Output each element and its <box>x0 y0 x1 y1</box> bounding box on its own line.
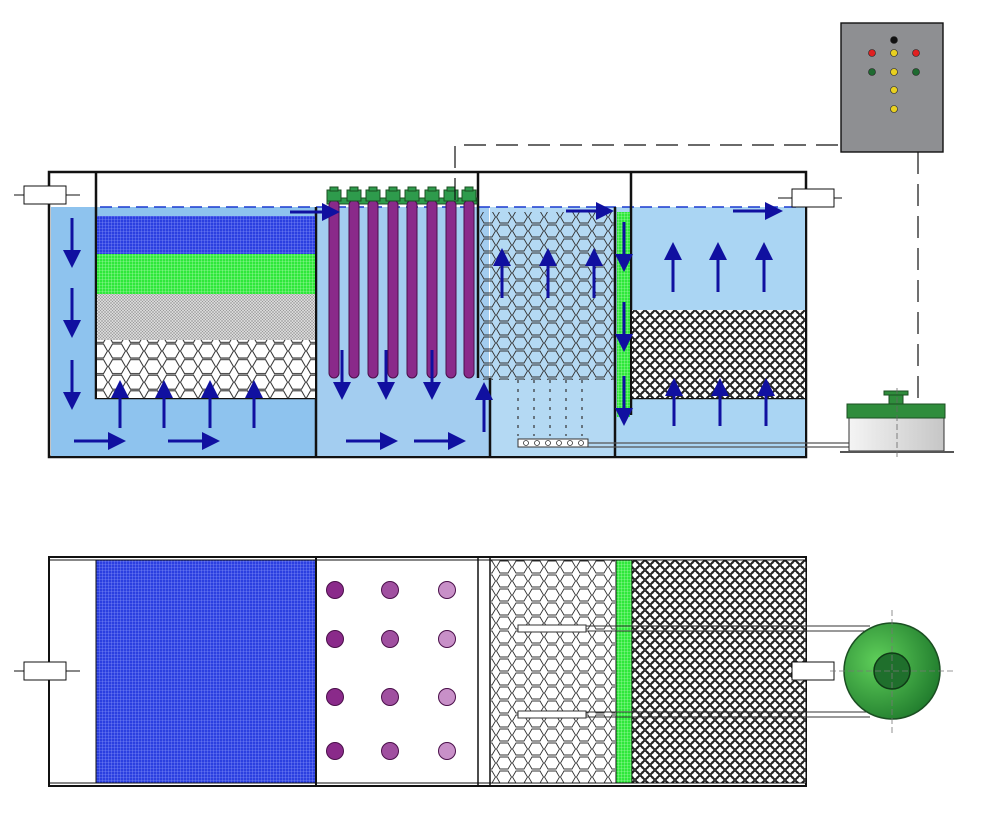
plan-membrane <box>381 742 399 760</box>
plan-membrane <box>438 581 456 599</box>
blower-icon <box>840 388 954 460</box>
plan-diffusers <box>517 624 870 719</box>
membrane-tube <box>367 199 379 379</box>
plan-blue-media <box>95 559 317 784</box>
plan-membrane-group <box>326 581 456 760</box>
plan-membrane <box>438 688 456 706</box>
membrane-cap <box>461 189 477 202</box>
filter-layer-green <box>97 254 315 294</box>
indicator-light <box>912 68 920 76</box>
membrane-tube <box>348 199 360 379</box>
control-panel-icon <box>840 22 944 153</box>
plan-membrane <box>326 688 344 706</box>
plan-membrane <box>381 688 399 706</box>
plan-view <box>14 556 955 787</box>
control-cable-1 <box>454 144 841 200</box>
indicator-light <box>890 105 898 113</box>
tank-outline <box>47 170 808 459</box>
filter-layer-blue <box>97 216 315 254</box>
membrane-tube <box>406 199 418 379</box>
plan-mesh-media <box>631 559 807 784</box>
membrane-tube <box>328 199 340 379</box>
indicator-light <box>890 36 898 44</box>
membrane-tube <box>463 199 475 379</box>
plan-green-strip <box>615 559 633 784</box>
membrane-cap-top <box>464 186 474 192</box>
indicator-light <box>890 86 898 94</box>
indicator-light <box>868 49 876 57</box>
pipe-fitting-icon <box>778 188 842 208</box>
plan-membrane <box>381 581 399 599</box>
plan-membrane <box>326 742 344 760</box>
indicator-light <box>868 68 876 76</box>
membrane-cap-top <box>368 186 378 192</box>
membrane-cap-top <box>349 186 359 192</box>
indicator-light <box>890 49 898 57</box>
plan-hex-media <box>491 560 615 783</box>
membrane-cap <box>385 189 401 202</box>
membrane-cap-top <box>407 186 417 192</box>
membrane-cap <box>346 189 362 202</box>
support-grid <box>517 380 583 436</box>
blower-icon <box>830 610 955 735</box>
plan-membrane <box>326 630 344 648</box>
plan-membrane <box>326 581 344 599</box>
filter-layer-hex <box>97 340 315 398</box>
pipe-fitting-icon <box>14 185 80 205</box>
filter-layer-grey <box>97 294 315 340</box>
membrane-tube <box>445 199 457 379</box>
membrane-cap <box>443 189 459 202</box>
pipe-fitting-icon <box>791 661 835 681</box>
membrane-cap-top <box>446 186 456 192</box>
membrane-module-group <box>326 186 478 379</box>
membrane-cap <box>424 189 440 202</box>
indicator-light <box>912 49 920 57</box>
membrane-tube <box>387 199 399 379</box>
indicator-light <box>890 68 898 76</box>
elevation-view <box>14 22 954 460</box>
plan-membrane <box>438 630 456 648</box>
plan-membrane <box>381 630 399 648</box>
water-chamber-2 <box>317 207 489 456</box>
pipe-fitting-icon <box>14 661 80 681</box>
membrane-cap <box>326 189 342 202</box>
plan-membrane <box>438 742 456 760</box>
membrane-cap-top <box>388 186 398 192</box>
membrane-cap-top <box>427 186 437 192</box>
flow-arrow-group <box>63 202 783 450</box>
membrane-cap <box>404 189 420 202</box>
membrane-cap <box>365 189 381 202</box>
indicator-lights <box>868 36 920 113</box>
membrane-cap-top <box>329 186 339 192</box>
diffuser-holes <box>523 440 584 446</box>
